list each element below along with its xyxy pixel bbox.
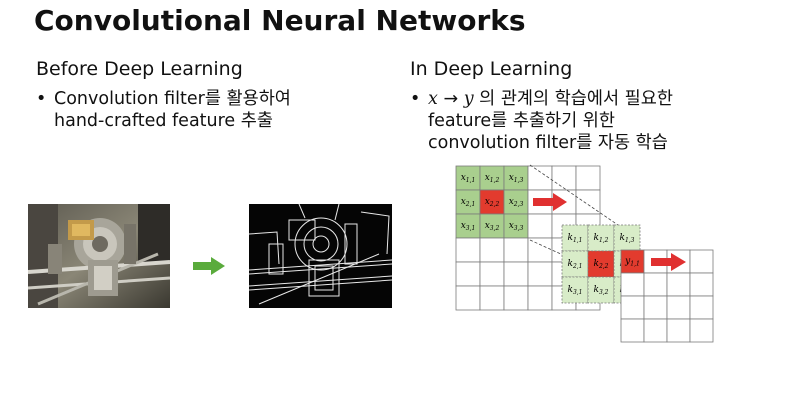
kernel-cell-label: k3,2 [593,285,608,296]
input-cell-label: x3,3 [509,221,524,232]
input-cell [455,165,481,191]
kernel-cell-label: k2,2 [593,259,608,270]
kernel-cell [561,224,589,252]
output-cell [689,318,714,343]
input-cell [527,213,553,239]
bullet-dot: • [410,89,421,109]
kernel-cell-label: k1,3 [619,233,634,244]
red-arrow-icon [533,193,567,211]
right-bullet-line2: feature를 추출하기 위한 [428,111,616,131]
input-cell [503,165,529,191]
math-x: x [428,89,438,109]
before-deep-learning-heading: Before Deep Learning [36,58,243,80]
green-arrow-icon [193,256,225,280]
kernel-cell-label: k3,1 [567,285,582,296]
output-cell [643,295,668,320]
input-cell [575,165,601,191]
bullet-dot: • [36,89,47,109]
input-cell [503,237,529,263]
output-cell [620,295,645,320]
input-cell [479,237,505,263]
input-cell [479,285,505,311]
page-title: Convolutional Neural Networks [34,4,526,37]
right-bullet-line1: x → y 의 관계의 학습에서 필요한 [428,88,673,110]
input-cell [527,165,553,191]
input-cell [503,261,529,287]
kernel-cell-label: k2,1 [567,259,582,270]
output-cell [689,295,714,320]
input-cell [527,237,553,263]
kernel-cell-label: k1,2 [593,233,608,244]
input-cell [575,189,601,215]
input-cell-label: x3,1 [461,221,476,232]
output-cell [620,318,645,343]
input-cell-label: x2,1 [461,197,476,208]
left-bullet-line1: Convolution filter를 활용하여 [54,89,291,109]
output-cell-label: y1,1 [624,257,640,268]
math-arrow: → [443,89,459,109]
input-cell [503,285,529,311]
output-cell [643,272,668,297]
left-bullet: • Convolution filter를 활용하여 hand-crafted … [36,88,291,132]
output-cell [666,295,691,320]
input-cell [527,261,553,287]
output-grid: y1,1 [620,249,714,343]
input-cell [479,261,505,287]
input-cell [527,285,553,311]
input-cell [455,261,481,287]
kernel-cell [587,276,615,304]
edge-detected-photo [249,204,392,308]
output-cell [666,272,691,297]
output-cell [689,272,714,297]
left-bullet-line2: hand-crafted feature 추출 [54,111,273,131]
kernel-cell [561,276,589,304]
input-cell-label: x1,3 [509,173,524,184]
right-bullet-line1-rest: 의 관계의 학습에서 필요한 [479,89,673,109]
right-bullet: • x → y 의 관계의 학습에서 필요한 feature를 추출하기 위한 … [410,88,673,154]
original-machine-photo [28,204,170,308]
input-cell-label: x2,2 [485,197,500,208]
output-cell [666,318,691,343]
input-cell [455,285,481,311]
math-y: y [463,89,474,109]
input-cell [479,213,505,239]
red-arrow-icon [651,253,686,271]
input-cell [455,237,481,263]
input-cell [503,213,529,239]
input-cell-label: x1,1 [461,173,476,184]
output-cell [689,249,714,274]
input-cell-label: x3,2 [485,221,500,232]
right-bullet-line3: convolution filter를 자동 학습 [428,133,668,153]
kernel-cell [561,250,589,278]
kernel-cell-label: k1,1 [567,233,582,244]
input-cell [551,165,577,191]
input-cell [455,213,481,239]
input-cell-label: x1,2 [485,173,500,184]
output-cell [643,318,668,343]
input-cell-label: x2,3 [509,197,524,208]
output-cell [620,272,645,297]
in-deep-learning-heading: In Deep Learning [410,58,573,80]
kernel-cell [613,224,641,252]
input-cell [455,189,481,215]
